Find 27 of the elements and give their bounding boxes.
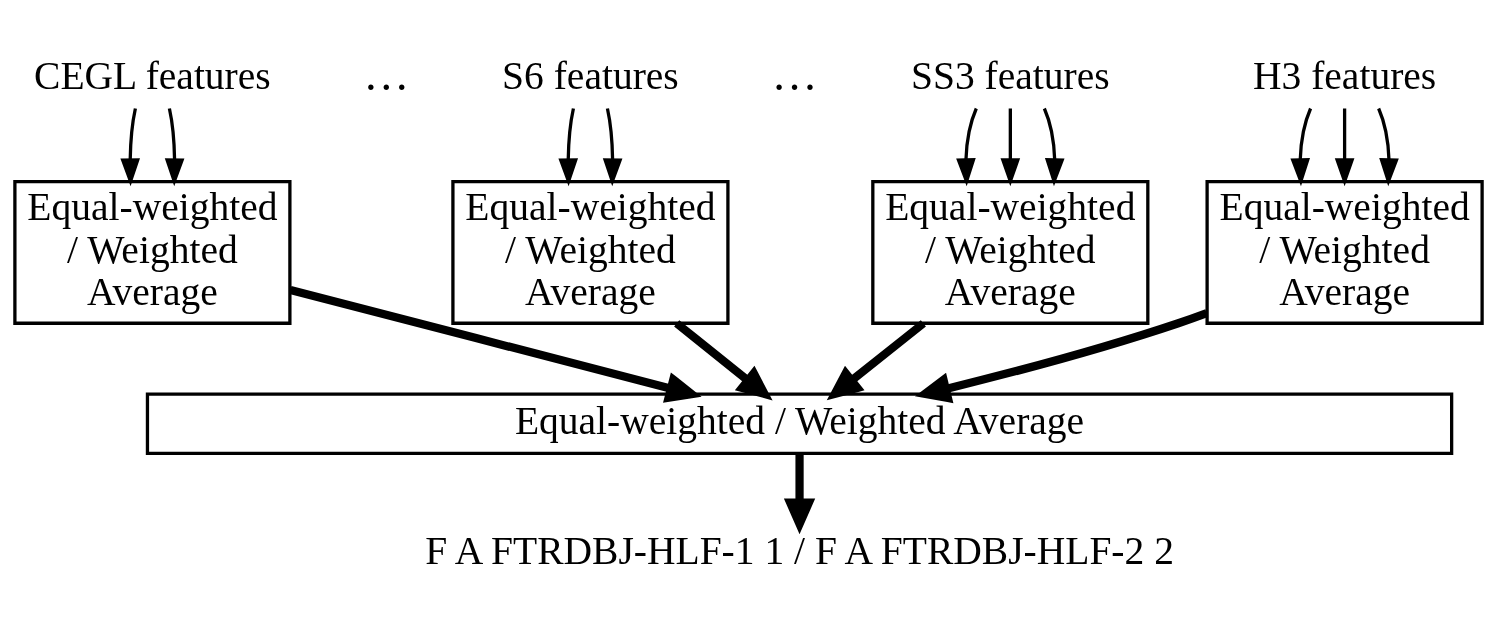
label: …	[363, 48, 410, 100]
node-box: Equal-weighted / Weighted Average	[1205, 179, 1484, 325]
node-text: CEGL features	[34, 53, 271, 98]
arrow	[164, 107, 185, 186]
node-text: S6 features	[502, 53, 679, 98]
node-box: Equal-weighted / Weighted Average	[451, 179, 730, 325]
arrow	[1042, 107, 1065, 186]
arrow	[826, 319, 926, 400]
arrow	[914, 308, 1209, 403]
arrow	[1290, 107, 1313, 186]
node-box: Equal-weighted / Weighted Average	[13, 179, 292, 325]
label: …	[771, 48, 818, 100]
arrow	[602, 107, 623, 186]
arrow	[1334, 108, 1355, 186]
node-text: F A FTRDBJ-HLF-1 1 / F A FTRDBJ-HLF-2 2	[425, 528, 1174, 573]
arrow	[289, 285, 702, 403]
node-text: H3 features	[1252, 53, 1437, 98]
arrow	[956, 107, 978, 186]
arrow	[674, 319, 773, 400]
arrow	[1377, 107, 1399, 186]
arrow	[1000, 108, 1021, 186]
node-box: Equal-weighted / Weighted Average	[871, 179, 1150, 325]
node-text: SS3 features	[911, 53, 1110, 98]
node-box: Equal-weighted / Weighted Average	[145, 391, 1454, 455]
arrow	[120, 107, 140, 186]
arrow	[783, 452, 816, 534]
arrow	[558, 107, 579, 186]
